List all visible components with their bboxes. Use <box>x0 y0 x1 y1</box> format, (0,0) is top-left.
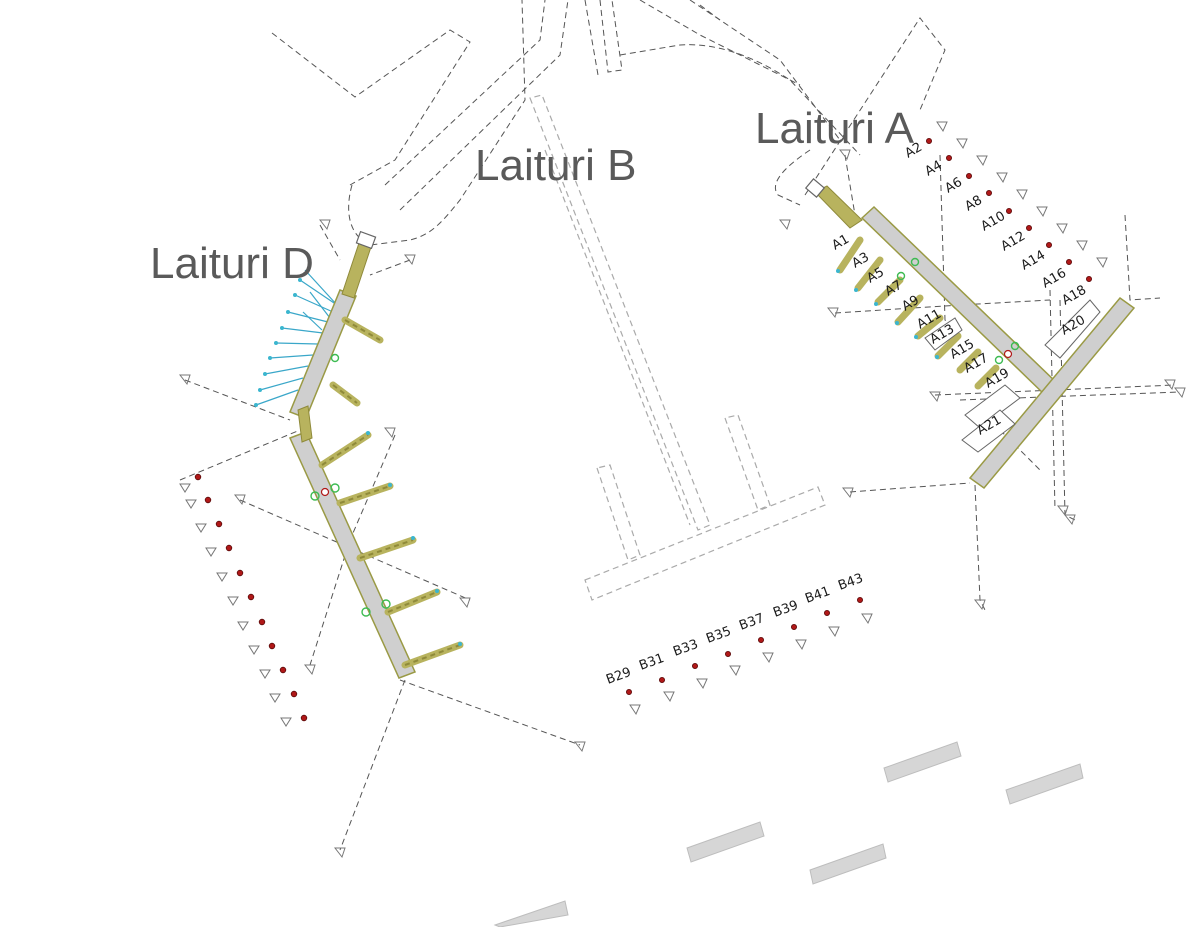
pier-d-remote-stands <box>179 473 308 727</box>
stand-label-b31: B31 <box>637 651 666 674</box>
stand-label-b33: B33 <box>671 637 700 660</box>
stand-label-a14: A14 <box>1019 248 1049 274</box>
stand-label-b39: B39 <box>771 598 800 621</box>
stand-label-a9: A9 <box>900 293 922 315</box>
pier-d-fan-lines <box>254 269 338 407</box>
pier-a-cross-terminal <box>968 296 1136 490</box>
stand-label-a12: A12 <box>999 229 1029 255</box>
stand-label-a6: A6 <box>943 175 965 197</box>
stand-label-a4: A4 <box>923 158 945 180</box>
pier-a-remote-stands <box>926 121 1108 282</box>
stand-label-a16: A16 <box>1040 266 1070 292</box>
stand-label-b41: B41 <box>803 584 832 607</box>
stand-label-a10: A10 <box>979 209 1009 235</box>
pier-d-label: Laituri D <box>150 239 314 288</box>
stand-label-a2: A2 <box>903 140 925 162</box>
stand-label-a5: A5 <box>865 265 887 287</box>
pier-a-label: Laituri A <box>755 104 915 153</box>
pier-d <box>178 219 586 859</box>
pier-b-stand-labels: B29 B31 B33 B35 B37 B39 B41 B43 <box>604 571 865 688</box>
stand-label-a18: A18 <box>1060 283 1090 309</box>
pier-d-main-terminal <box>288 431 417 679</box>
pier-b-remote-stands <box>626 597 873 716</box>
stand-label-a1: A1 <box>830 232 852 254</box>
pier-a <box>778 121 1186 611</box>
ghost-structures <box>529 94 826 601</box>
apron-pads <box>493 741 1084 927</box>
pier-b-label: Laituri B <box>475 141 636 190</box>
stand-label-b37: B37 <box>737 611 766 634</box>
stand-label-b29: B29 <box>604 665 633 688</box>
stand-label-b43: B43 <box>836 571 865 594</box>
stand-label-b35: B35 <box>704 624 733 647</box>
stand-label-a8: A8 <box>963 193 985 215</box>
stand-label-a7: A7 <box>883 278 905 300</box>
stand-label-a3: A3 <box>850 250 872 272</box>
